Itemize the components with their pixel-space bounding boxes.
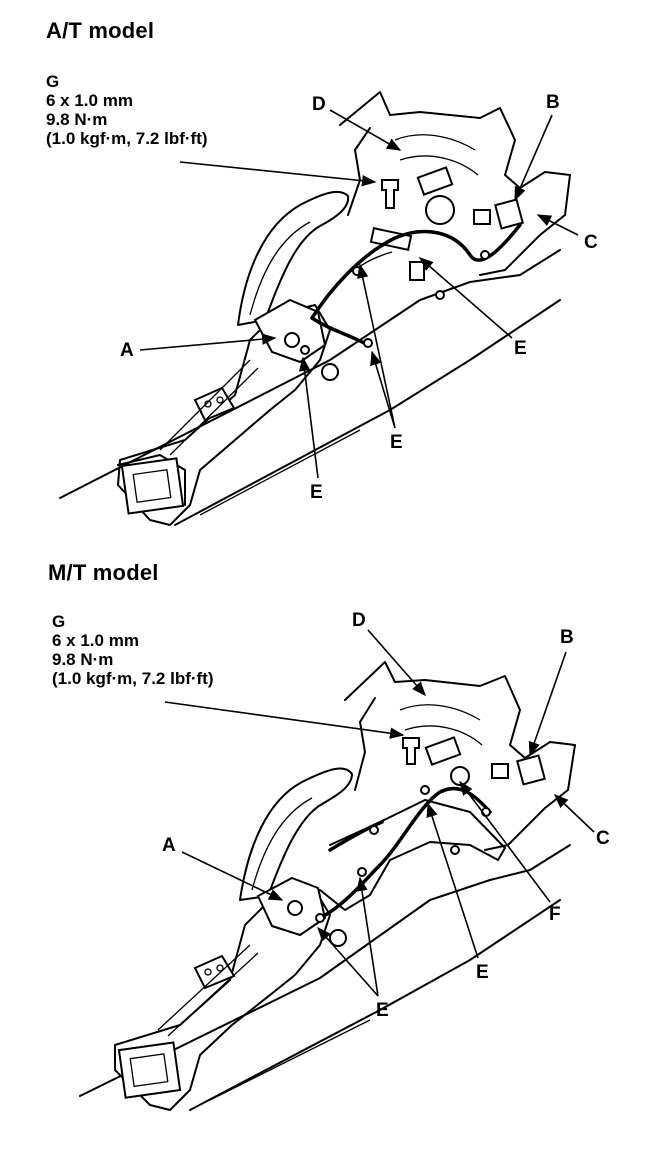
mt-bolt-spec: G 6 x 1.0 mm 9.8 N·m (1.0 kgf·m, 7.2 lbf…: [52, 612, 214, 688]
mt-console-front: [114, 889, 331, 1111]
mt-connector-b: [516, 754, 546, 786]
at-callout-b: B: [546, 92, 560, 113]
at-bracket: [193, 386, 236, 422]
mt-callout-c: C: [596, 828, 610, 849]
at-vent-box: [120, 457, 185, 515]
at-spec-torque: 9.8 N·m: [46, 110, 108, 129]
at-dash-panel: [339, 91, 571, 276]
at-spec-id: G: [46, 72, 60, 91]
mt-floor-tunnel: [79, 844, 571, 1097]
at-bolt-g: [381, 179, 399, 209]
at-illustration: [59, 91, 571, 526]
at-brake-lever: [237, 190, 350, 326]
at-callout-d: D: [312, 94, 326, 115]
at-console-front: [117, 304, 331, 526]
at-callout-e-middle: E: [390, 432, 403, 453]
mt-vent-box: [117, 1041, 182, 1099]
mt-callout-f: F: [549, 904, 561, 925]
mt-brake-lever: [239, 767, 353, 901]
mt-model-heading: M/T model: [48, 560, 159, 585]
mt-dash-panel: [344, 661, 576, 851]
mt-callout-a: A: [162, 835, 176, 856]
mt-bolt-g: [402, 737, 420, 765]
at-callout-c: C: [584, 232, 598, 253]
at-callout-e-left: E: [310, 482, 323, 503]
mt-spec-size: 6 x 1.0 mm: [52, 631, 139, 650]
at-pointers: [139, 109, 579, 479]
mt-illustration: [79, 661, 576, 1111]
at-model-heading: A/T model: [46, 18, 155, 43]
mt-spec-id: G: [52, 612, 66, 631]
at-bolt-spec: G 6 x 1.0 mm 9.8 N·m (1.0 kgf·m, 7.2 lbf…: [46, 72, 208, 148]
mt-callout-e-right: E: [476, 962, 489, 983]
at-callout-a: A: [120, 340, 134, 361]
at-spec-size: 6 x 1.0 mm: [46, 91, 133, 110]
at-connector-b: [494, 198, 524, 230]
mt-pointers: [164, 629, 595, 997]
mt-rear-console: [319, 799, 506, 911]
mt-spec-torque: 9.8 N·m: [52, 650, 114, 669]
at-spec-alt: (1.0 kgf·m, 7.2 lbf·ft): [46, 129, 208, 148]
at-floor-tunnel: [59, 249, 561, 499]
at-callout-e-right: E: [514, 338, 527, 359]
mt-bracket: [193, 954, 236, 990]
mt-callout-d: D: [352, 610, 366, 631]
mt-callout-e-left: E: [376, 1000, 389, 1021]
mt-spec-alt: (1.0 kgf·m, 7.2 lbf·ft): [52, 669, 214, 688]
mt-callout-b: B: [560, 627, 574, 648]
